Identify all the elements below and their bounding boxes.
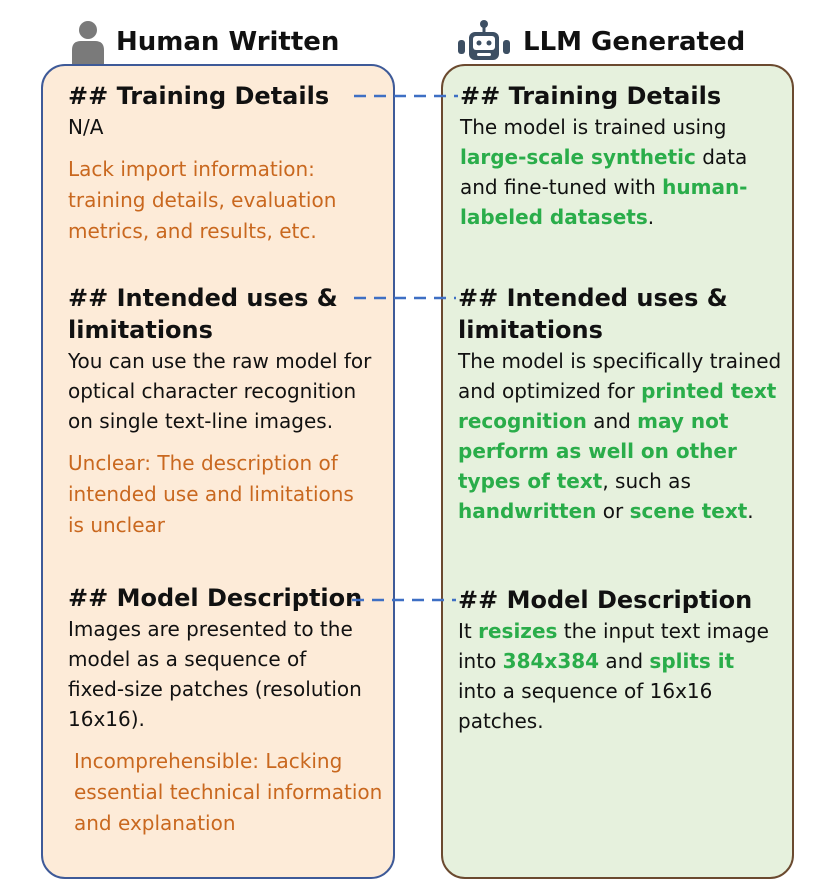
human-training-note: Lack import information: training detail…	[68, 157, 337, 243]
llm-intended-highlight-2: may not perform as well on other types o…	[458, 409, 737, 493]
llm-intended-highlight-1: printed text recognition	[458, 379, 777, 433]
human-training-body: N/A	[68, 115, 104, 139]
human-training-heading: ## Training Details	[68, 82, 330, 110]
human-written-header: Human Written	[70, 20, 339, 64]
llm-training-heading: ## Training Details	[460, 82, 722, 110]
llm-model-section: ## Model Description It resizes the inpu…	[458, 584, 788, 736]
llm-model-text-1: It	[458, 619, 479, 643]
human-training-section: ## Training Details N/A Lack import info…	[68, 80, 386, 247]
llm-model-highlight-2: 384x384	[502, 649, 600, 673]
llm-model-highlight-1: resizes	[478, 619, 558, 643]
llm-training-section: ## Training Details The model is trained…	[460, 80, 782, 232]
human-written-panel	[41, 64, 395, 879]
human-intended-body: You can use the raw model for optical ch…	[68, 349, 372, 433]
llm-intended-text-5: .	[747, 499, 754, 523]
human-model-body: Images are presented to the model as a s…	[68, 617, 362, 731]
llm-generated-title: LLM Generated	[523, 27, 746, 57]
llm-intended-highlight-3: handwritten	[458, 499, 597, 523]
llm-intended-highlight-4: scene text	[629, 499, 748, 523]
llm-intended-text-1: The model is specifically trained and op…	[458, 349, 782, 403]
llm-training-text-2: data and fine-tuned with	[460, 145, 748, 199]
llm-intended-text-2: and	[586, 409, 638, 433]
llm-model-text-2: the input text image into	[458, 619, 769, 673]
llm-training-text-1: The model is trained using	[460, 115, 727, 139]
llm-intended-heading: ## Intended uses & limitations	[458, 284, 728, 344]
human-intended-section: ## Intended uses & limitations You can u…	[68, 282, 386, 541]
llm-training-body: The model is trained using large-scale s…	[460, 112, 778, 232]
human-intended-heading: ## Intended uses & limitations	[68, 284, 338, 344]
human-model-heading: ## Model Description	[68, 584, 363, 612]
human-model-note: Incomprehensible: Lacking essential tech…	[74, 749, 383, 835]
llm-model-heading: ## Model Description	[458, 586, 753, 614]
llm-model-text-3: and	[599, 649, 650, 673]
llm-generated-panel	[441, 64, 794, 879]
llm-intended-section: ## Intended uses & limitations The model…	[458, 282, 788, 526]
person-icon	[72, 21, 104, 64]
llm-intended-text-3: , such as	[602, 469, 691, 493]
human-written-title: Human Written	[116, 27, 340, 57]
llm-training-highlight-1: large-scale synthetic	[460, 145, 696, 169]
llm-generated-header: LLM Generated	[455, 20, 745, 64]
llm-model-highlight-3: splits it	[649, 649, 735, 673]
human-model-section: ## Model Description Images are presente…	[68, 582, 386, 839]
llm-training-text-3: .	[647, 205, 655, 229]
human-intended-note: Unclear: The description of intended use…	[68, 451, 354, 537]
llm-model-text-4: into a sequence of 16x16 patches.	[458, 679, 713, 733]
llm-model-body: It resizes the input text image into 384…	[458, 616, 770, 736]
llm-intended-text-4: or	[596, 499, 630, 523]
llm-training-highlight-2: human-labeled datasets	[460, 175, 748, 229]
llm-intended-body: The model is specifically trained and op…	[458, 346, 784, 526]
robot-icon	[458, 20, 510, 60]
